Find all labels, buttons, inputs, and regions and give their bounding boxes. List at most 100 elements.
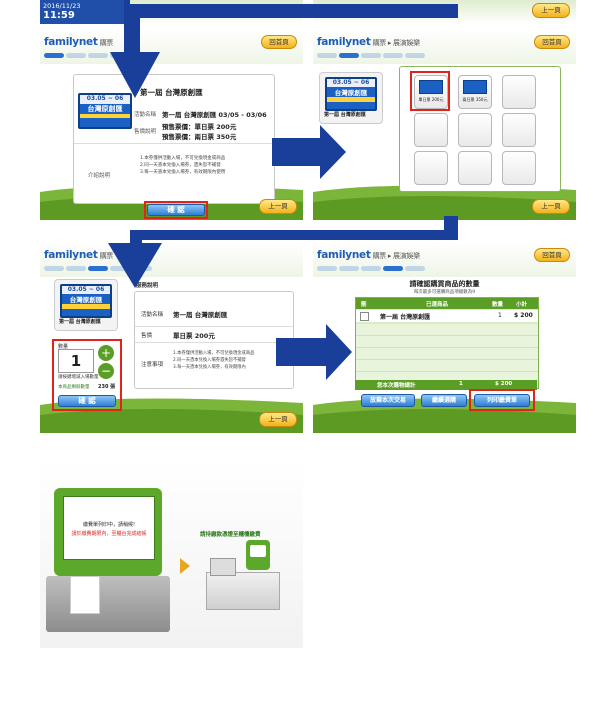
intro-line1: 1.本券僅供活動入場，不可兌換現金或商品: [140, 156, 226, 161]
arrow-right-2: [276, 324, 352, 380]
label-name: 活動名稱: [141, 312, 164, 318]
arrow-down-1: [110, 0, 458, 98]
green-wave: [313, 398, 576, 433]
back-button[interactable]: 上一頁: [259, 412, 297, 427]
col-delete: 刪: [361, 302, 367, 308]
note3: 3.每一天憑本兌換入場券，有效期限內: [173, 365, 246, 370]
quantity-panel: 數量 1 + − 請按鍵增減入場數量 本商品剩餘數量 230 張: [56, 343, 118, 390]
price-line2: 預售票價：兩日票 350元: [162, 133, 237, 141]
confirm-button[interactable]: 確 認: [147, 204, 205, 216]
continue-shopping-button[interactable]: 繼續選購: [421, 394, 467, 407]
receipt-paper: [70, 576, 100, 614]
event-thumb: 03.05 ~ 06 台灣原創匯 第一屆 台灣原創匯: [54, 279, 118, 331]
next-arrow-icon: [180, 558, 190, 574]
cancel-transaction-button[interactable]: 放棄本次交易: [361, 394, 415, 407]
green-wave: [40, 398, 303, 433]
screen-printing: 繳費單列印中，請稍候! 請於繳費期限內，至櫃台完成結帳 請持繳款憑證至櫃檯繳費: [40, 458, 303, 648]
label-note: 注意事項: [141, 362, 164, 368]
label-name: 活動名稱: [134, 112, 157, 118]
qty-minus-button[interactable]: −: [98, 363, 114, 379]
status-time: 11:59: [43, 10, 75, 21]
service-tab: 服務說明: [136, 283, 159, 289]
event-thumb[interactable]: 03.05 ~ 06 台灣原創匯 第一屆 台灣原創匯: [319, 72, 383, 124]
ticket-slot-empty: [502, 113, 536, 147]
divider: [135, 342, 293, 343]
confirm-button[interactable]: 確 認: [58, 395, 116, 407]
ticket-value: 單日票 200元: [173, 332, 215, 340]
intro-line2: 2.同一天憑本兌換入場券，遺失恕不補發: [140, 163, 221, 168]
back-button[interactable]: 上一頁: [532, 199, 570, 214]
event-poster: 03.05 ~ 06 台灣原創匯: [78, 93, 132, 129]
ticket-two-day[interactable]: 兩日票 350元: [458, 75, 492, 109]
cart-empty-rows: [356, 324, 538, 380]
back-button-top[interactable]: 上一頁: [532, 3, 570, 18]
printing-msg: 繳費單列印中，請稍候!: [82, 522, 135, 528]
ticket-grid: 單日票 200元 兩日票 350元: [399, 66, 561, 192]
kiosk-base: [46, 576, 170, 632]
back-button[interactable]: 上一頁: [259, 199, 297, 214]
home-button[interactable]: 回首頁: [534, 35, 570, 49]
print-bill-button[interactable]: 列印繳費單: [474, 394, 530, 407]
deadline-msg: 請於繳費期限內，至櫃台完成結帳: [71, 531, 147, 537]
total-label: 您本次購物總計: [377, 383, 416, 389]
label-intro: 介紹說明: [88, 173, 111, 179]
col-item: 已選商品: [426, 302, 449, 308]
step-indicator: [317, 53, 425, 58]
label-price: 售價說明: [134, 129, 157, 135]
qty-tip: 請按鍵增減入場數量: [58, 375, 99, 380]
cart-subheading: 每次最多可選購商品項總數為9: [413, 290, 476, 295]
home-button[interactable]: 回首頁: [534, 248, 570, 262]
col-qty: 數量: [492, 302, 504, 308]
counter-desk: [206, 572, 280, 610]
row-item: 第一屆 台灣原創匯: [380, 314, 431, 321]
divider: [74, 143, 274, 144]
intro-line3: 3.每一天憑本兌換入場券，有效期限內使用: [140, 170, 226, 175]
qty-plus-button[interactable]: +: [98, 345, 114, 361]
counter-msg: 請持繳款憑證至櫃檯繳費: [200, 532, 261, 538]
event-title: 第一屆 台灣原創匯: [140, 88, 203, 97]
highlight-confirm: [144, 201, 208, 219]
note2: 2.同一天憑本兌換入場券遺失恕不補發: [173, 358, 246, 363]
row-delete-checkbox[interactable]: [360, 312, 369, 321]
status-bar: 2016/11/23 11:59: [40, 0, 130, 24]
event-poster: 03.05 ~ 06 台灣原創匯: [60, 284, 112, 318]
total-amount: $ 200: [495, 381, 513, 387]
home-button[interactable]: 回首頁: [261, 35, 297, 49]
qty-display: 1: [58, 349, 94, 373]
green-wave: [313, 185, 576, 220]
price-line1: 預售票價：單日票 200元: [162, 123, 237, 131]
name-value: 第一屆 台灣原創匯: [173, 311, 228, 319]
clerk-mascot: [246, 540, 270, 570]
ticket-slot-empty: [502, 151, 536, 185]
detail-card: 活動名稱 第一屆 台灣原創匯 售價 單日票 200元 注意事項 1.本券僅供活動…: [134, 291, 294, 389]
cart-heading: 請確認購買商品的數量: [409, 280, 480, 288]
poster-caption: 第一屆 台灣原創匯: [324, 112, 366, 118]
ticket-slot-empty: [414, 113, 448, 147]
ticket-slot-empty: [502, 75, 536, 109]
ticket-slot-empty: [414, 151, 448, 185]
cart-table: 刪 已選商品 數量 小計 第一屆 台灣原創匯 1 $ 200: [355, 297, 539, 389]
arrow-down-2: [108, 216, 458, 288]
event-poster: 03.05 ~ 06 台灣原創匯: [325, 77, 377, 111]
ticket-slot-empty: [458, 113, 492, 147]
poster-caption: 第一屆 台灣原創匯: [59, 319, 101, 325]
ticket-slot-empty: [458, 151, 492, 185]
cart-row: 第一屆 台灣原創匯 1 $ 200: [356, 310, 538, 322]
stock-label: 本商品剩餘數量: [58, 385, 90, 390]
ticket-single-day[interactable]: 單日票 200元: [414, 75, 448, 109]
highlight-quantity: [52, 339, 122, 411]
status-date: 2016/11/23: [43, 2, 81, 10]
note1: 1.本券僅供活動入場，不可兌換現金或商品: [173, 351, 255, 356]
total-qty: 1: [459, 381, 463, 387]
row-qty: 1: [498, 312, 502, 319]
highlight-print: [469, 389, 535, 411]
